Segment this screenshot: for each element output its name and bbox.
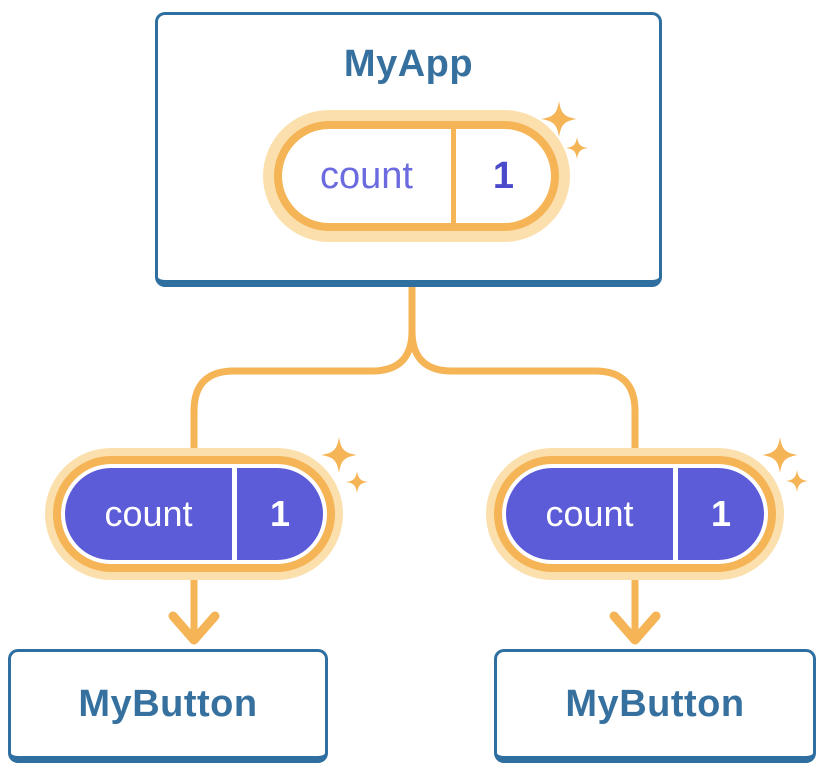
- down-arrow-icon: [609, 611, 661, 645]
- component-title: MyButton: [565, 682, 745, 725]
- state-pill-myapp: count 1: [263, 110, 570, 242]
- sparkle-icon: [346, 471, 368, 493]
- component-title: MyApp: [343, 43, 474, 85]
- state-pill-ring: count 1: [494, 456, 776, 572]
- component-card-mybutton-right: MyButton: [494, 649, 816, 763]
- state-pill-divider: [451, 129, 456, 223]
- state-pill-value: 1: [492, 154, 515, 197]
- component-title: MyButton: [78, 682, 258, 725]
- component-card-mybutton-left: MyButton: [8, 649, 328, 763]
- state-pill-label: count: [545, 493, 634, 534]
- state-pill-value: 1: [269, 493, 291, 534]
- state-pill-capsule: count 1: [506, 468, 764, 560]
- state-pill-divider: [673, 468, 678, 560]
- state-pill-mybutton-left: count 1: [45, 448, 343, 580]
- sparkle-icon: [786, 470, 808, 492]
- state-pill-capsule: count 1: [65, 468, 323, 560]
- state-pill-ring: count 1: [53, 456, 335, 572]
- state-pill-value: 1: [710, 493, 732, 534]
- component-card-myapp: MyApp count 1: [155, 12, 662, 287]
- sparkle-icon: [762, 437, 798, 473]
- state-pill-label: count: [320, 154, 413, 197]
- down-arrow-icon: [168, 611, 220, 645]
- state-pill-label: count: [104, 493, 193, 534]
- state-pill-ring: count 1: [274, 121, 559, 231]
- state-pill-mybutton-right: count 1: [486, 448, 784, 580]
- sparkle-icon: [321, 437, 357, 473]
